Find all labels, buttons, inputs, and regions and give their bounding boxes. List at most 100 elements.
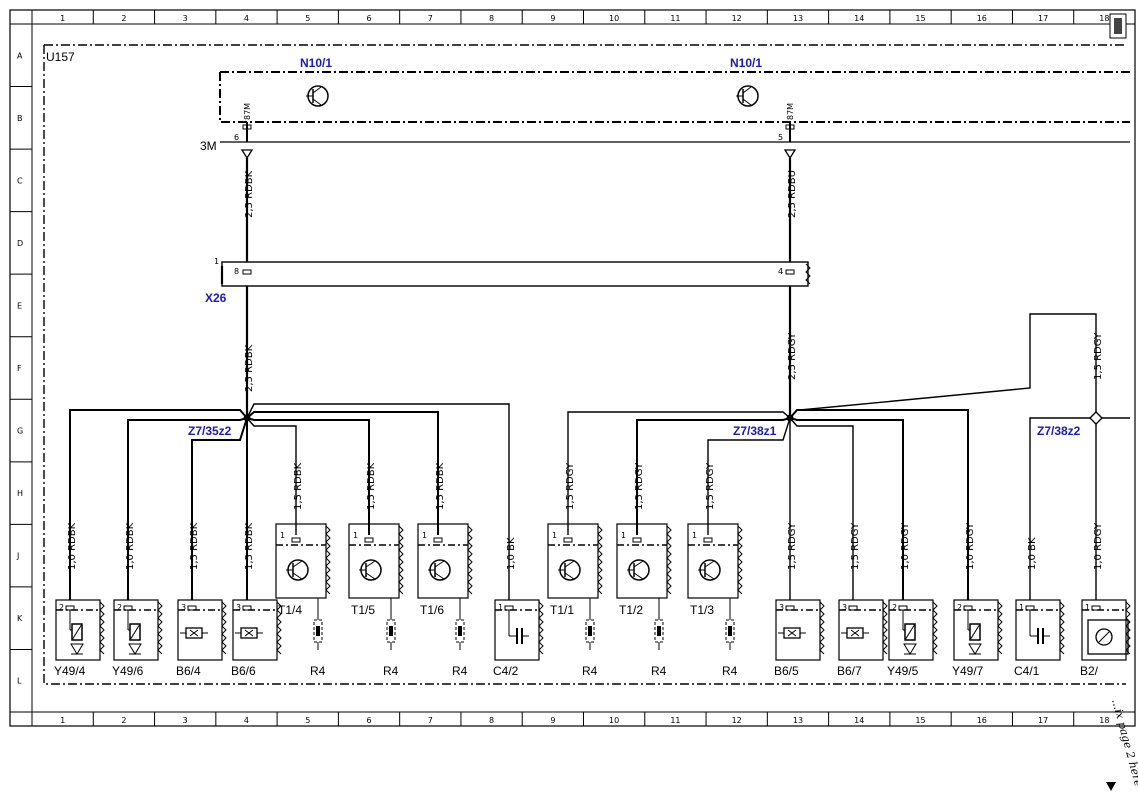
transistor-pin: 1 [692,531,697,540]
resistor-icon [313,598,323,650]
low-wire-label: 1,0 RDGY [900,522,911,570]
col-number-top: 14 [854,14,864,23]
ground-label: 3M [200,139,217,153]
branch-wire-label: 1,5 RDGY [565,462,576,510]
x26-pin-8-contact [242,269,252,275]
x26-pin-8: 8 [234,267,239,276]
transistor-label: T1/4 [278,603,302,617]
low-wire-label: 1,0 RDBK [125,522,136,570]
splice-point-far [1089,411,1103,425]
col-number-bottom: 14 [854,716,864,725]
node-label-z7-35z2: Z7/35z2 [188,424,232,438]
component-pin: 2 [117,603,122,612]
transistor-block-t11: 1T1/1R4 [547,523,603,678]
x26-pin-left: 1 [214,257,219,266]
resistor-label: R4 [582,664,598,678]
x26-pin-4-contact [785,269,795,275]
resistor-icon [455,598,465,650]
resistor-label: R4 [651,664,667,678]
transistor-pin: 1 [422,531,427,540]
resistor-label: R4 [383,664,399,678]
col-number-bottom: 12 [732,716,742,725]
wire-label-c-right: 2,5 RDBU [787,170,798,218]
component-pin: 3 [181,603,186,612]
resistor-icon [654,598,664,650]
node-label-z7-38z1: Z7/38z1 [733,424,777,438]
resistor-label: R4 [452,664,468,678]
resistor-icon [585,598,595,650]
component-label: C4/2 [493,664,519,678]
side-note: ...ix page 2 here [1109,697,1138,788]
col-number-top: 15 [915,14,925,23]
col-number-bottom: 11 [670,716,680,725]
svg-text:5: 5 [778,133,783,142]
svg-text:6: 6 [234,133,239,142]
component-label: Y49/5 [887,664,919,678]
low-wire-label: 1,0 RDGY [1093,522,1104,570]
meter-icon [1087,619,1129,655]
col-number-bottom: 1 [60,716,65,725]
resistor-icon [386,598,396,650]
resistor-label: R4 [722,664,738,678]
component-label: Y49/7 [952,664,984,678]
capacitor-icon [508,610,529,644]
sensor-icon [180,627,208,639]
valve-icon [127,610,142,655]
col-number-top: 12 [732,14,742,23]
col-number-bottom: 4 [244,716,249,725]
col-number-bottom: 2 [121,716,126,725]
col-number-bottom: 8 [489,716,494,725]
low-wire-label: 1,0 BK [506,537,517,570]
transistor-block-t13: 1T1/3R4 [687,523,743,678]
row-letter: K [17,614,23,623]
svg-text:87M: 87M [786,103,795,120]
splice-point-right [786,414,794,422]
valve-icon [967,610,982,655]
transistor-icon [286,559,309,581]
splice-left-branches [69,403,510,600]
component-pin: 1 [1019,603,1024,612]
connector-break [805,263,811,285]
column-ruler: 1122334455667788991010111112121313141415… [60,10,1136,726]
low-wire-label: 1,5 RDGY [787,522,798,570]
svg-text:87M: 87M [243,103,252,120]
row-letter: D [17,239,23,248]
col-number-top: 2 [121,14,126,23]
resistor-label: R4 [310,664,326,678]
col-number-bottom: 5 [305,716,310,725]
row-letter: L [17,677,22,686]
col-number-top: 6 [366,14,371,23]
frame-label: U157 [46,50,75,64]
page-marker-fill [1114,18,1122,34]
wire-label-f-far: 1,5 RDGY [1093,332,1104,380]
col-number-bottom: 15 [915,716,925,725]
col-number-bottom: 13 [793,716,803,725]
transistor-block-t14: 1T1/4R4 [275,523,331,678]
component-pin: 1 [1085,603,1090,612]
transistor-label: T1/2 [619,603,643,617]
low-wire-label: 1,0 RDGY [965,522,976,570]
transistor-label: T1/5 [351,603,375,617]
low-wire-label: 1,0 BK [1027,537,1038,570]
col-number-top: 18 [1099,14,1109,23]
branch-wire-label: 1,5 RDGY [634,462,645,510]
x26-pin-4: 4 [778,267,783,276]
component-pin: 3 [842,603,847,612]
transistor-icon [558,559,581,581]
component-b6-7: 3B6/7 [837,599,888,678]
col-number-top: 5 [305,14,310,23]
transistor-label: T1/3 [690,603,714,617]
low-wire-label: 1,5 RDBK [189,522,200,570]
component-pin: 3 [779,603,784,612]
low-wire-label: 1,5 RDBK [244,522,255,570]
splice-point-left [243,414,251,422]
low-wire-label: 1,0 RDBK [67,522,78,570]
col-number-top: 7 [428,14,433,23]
row-letter: J [16,552,19,561]
down-arrow-icon [1106,782,1116,791]
transistor-label: T1/6 [420,603,444,617]
